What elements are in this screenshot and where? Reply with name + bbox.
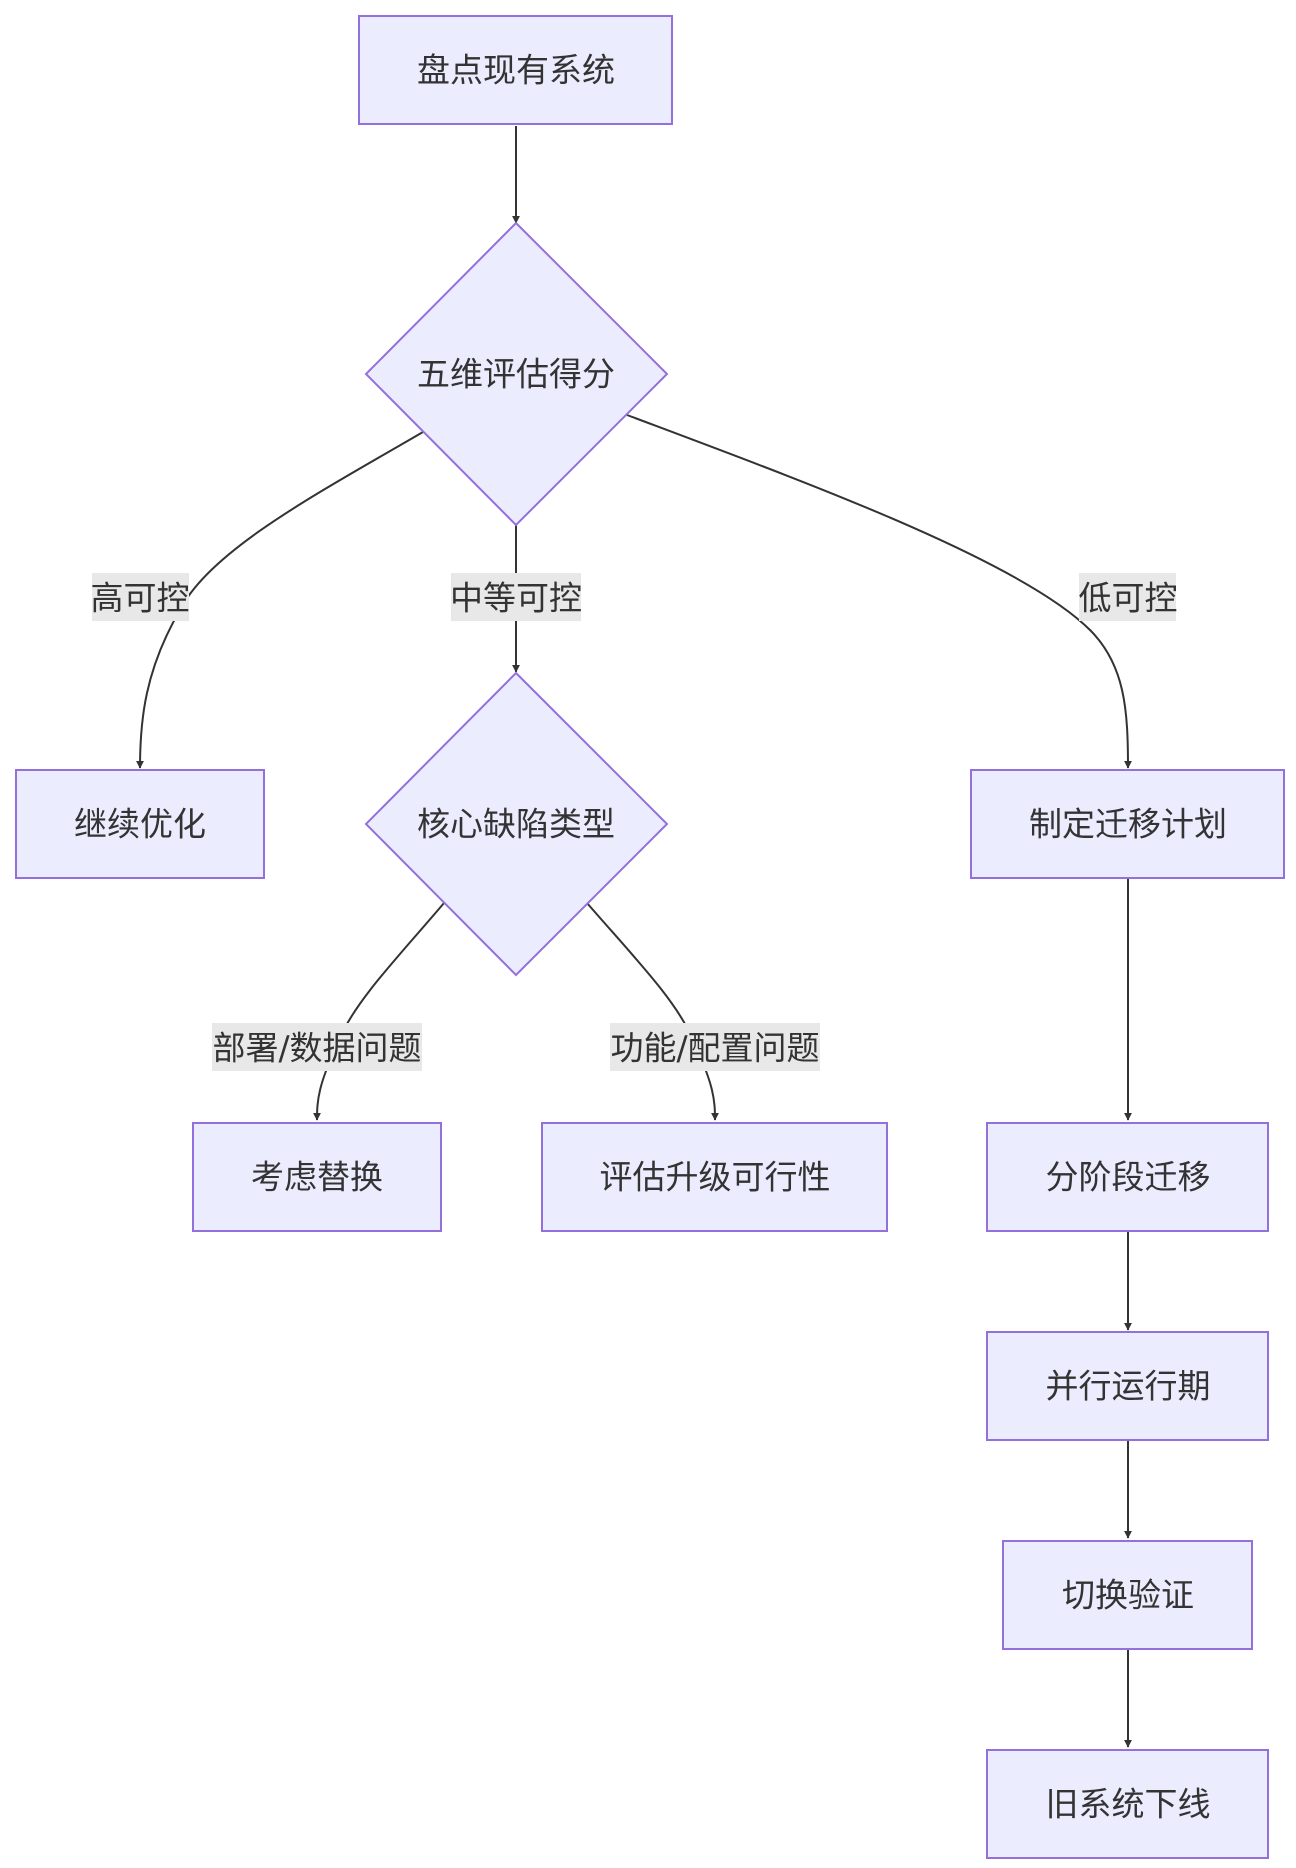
- svg-text:切换验证: 切换验证: [1062, 1576, 1194, 1615]
- node-switch-verify[interactable]: 切换验证: [1002, 1540, 1253, 1650]
- edge-defect-replace: [313, 902, 445, 1121]
- svg-text:继续优化: 继续优化: [74, 805, 206, 844]
- svg-text:制定迁移计划: 制定迁移计划: [1029, 805, 1227, 844]
- svg-text:考虑替换: 考虑替换: [251, 1158, 383, 1197]
- svg-text:核心缺陷类型: 核心缺陷类型: [417, 805, 615, 844]
- node-parallel-run[interactable]: 并行运行期: [986, 1331, 1269, 1441]
- node-upgrade[interactable]: 评估升级可行性: [541, 1122, 888, 1232]
- svg-text:评估升级可行性: 评估升级可行性: [600, 1158, 831, 1197]
- svg-text:中等可控: 中等可控: [450, 579, 582, 618]
- svg-text:旧系统下线: 旧系统下线: [1046, 1785, 1211, 1824]
- edge-label-function-config-issue: 功能/配置问题: [610, 1023, 820, 1071]
- node-phased-migration[interactable]: 分阶段迁移: [986, 1122, 1269, 1232]
- edge-label-medium-control: 中等可控: [450, 573, 582, 621]
- edge-label-low-control: 低可控: [1079, 573, 1178, 621]
- svg-text:部署/数据问题: 部署/数据问题: [212, 1029, 421, 1068]
- node-optimize[interactable]: 继续优化: [15, 769, 265, 879]
- svg-text:分阶段迁移: 分阶段迁移: [1046, 1158, 1211, 1197]
- node-migration-plan[interactable]: 制定迁移计划: [970, 769, 1285, 879]
- node-decommission[interactable]: 旧系统下线: [986, 1749, 1269, 1859]
- node-defect-type-decision[interactable]: 核心缺陷类型: [364, 671, 669, 977]
- svg-text:五维评估得分: 五维评估得分: [417, 355, 615, 394]
- edge-evaluate-migration: [626, 414, 1132, 769]
- svg-text:盘点现有系统: 盘点现有系统: [417, 51, 615, 90]
- node-evaluate-decision[interactable]: 五维评估得分: [364, 221, 669, 527]
- svg-text:高可控: 高可控: [91, 579, 190, 618]
- node-replace[interactable]: 考虑替换: [192, 1122, 442, 1232]
- edge-defect-upgrade: [586, 902, 719, 1121]
- edge-label-deploy-data-issue: 部署/数据问题: [212, 1023, 422, 1071]
- edge-label-high-control: 高可控: [91, 573, 190, 621]
- svg-text:并行运行期: 并行运行期: [1046, 1367, 1211, 1406]
- edge-evaluate-optimize: [136, 431, 424, 769]
- node-inventory[interactable]: 盘点现有系统: [358, 15, 673, 125]
- svg-text:低可控: 低可控: [1079, 579, 1178, 618]
- svg-text:功能/配置问题: 功能/配置问题: [610, 1029, 819, 1068]
